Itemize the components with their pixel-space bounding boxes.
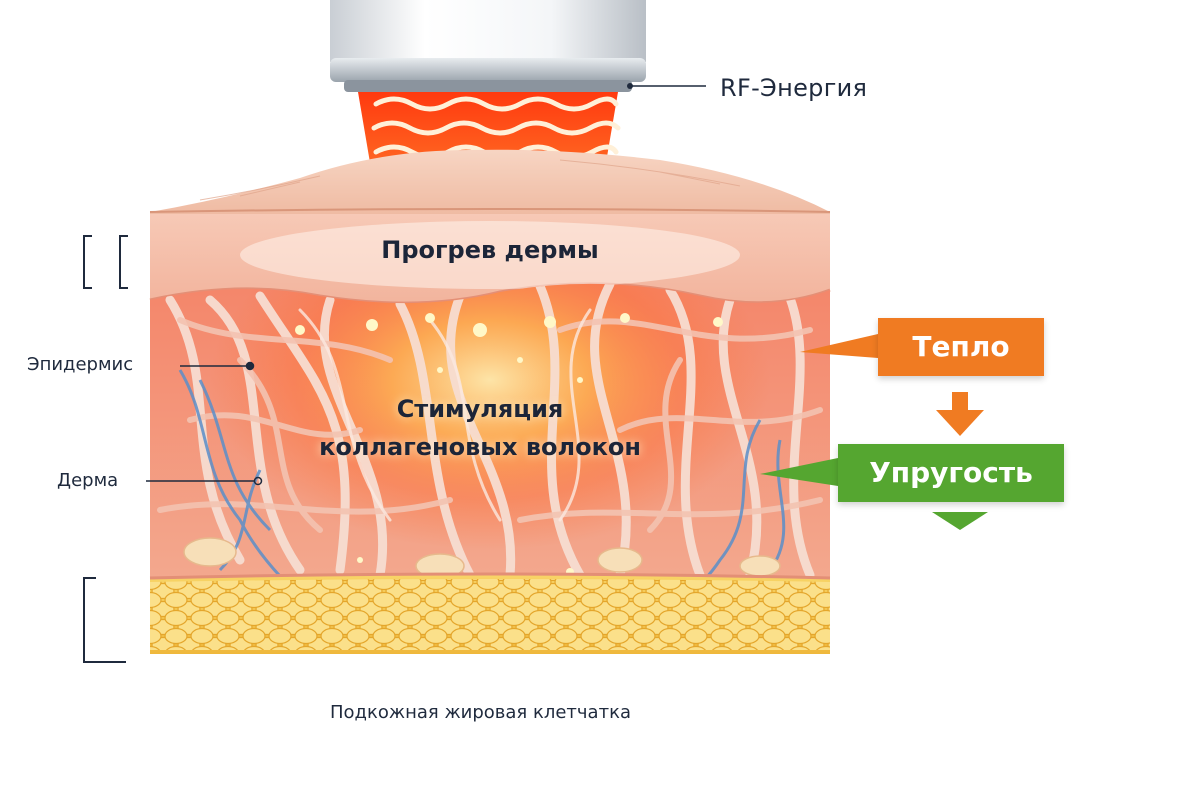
rf-energy-label: RF-Энергия — [720, 74, 868, 102]
skin-surface — [149, 149, 831, 224]
layer-brackets — [83, 235, 128, 663]
collagen-label-line2: коллагеновых волокон — [319, 433, 641, 461]
fat-layer — [149, 572, 831, 654]
collagen-stimulation-label: Стимуляция коллагеновых волокон — [280, 390, 680, 466]
label-pointers — [146, 361, 263, 486]
collagen-label-line1: Стимуляция — [396, 395, 564, 423]
epidermis-label: Эпидермис — [27, 354, 134, 375]
heat-sparkles — [295, 313, 723, 576]
elasticity-badge: Упругость — [838, 444, 1064, 502]
arrow-down-icon — [932, 512, 988, 530]
rf-energy-pointer — [627, 83, 706, 89]
dermis-heating-label: Прогрев дермы — [381, 236, 599, 264]
rf-device-icon — [330, 0, 646, 92]
subcutaneous-fat-label: Подкожная жировая клетчатка — [330, 702, 631, 723]
adipocytes-top — [183, 537, 781, 579]
arrow-down-icon — [936, 392, 984, 436]
heat-badge: Тепло — [878, 318, 1044, 376]
badge-connectors — [760, 334, 878, 486]
dermis-label: Дерма — [57, 470, 119, 491]
